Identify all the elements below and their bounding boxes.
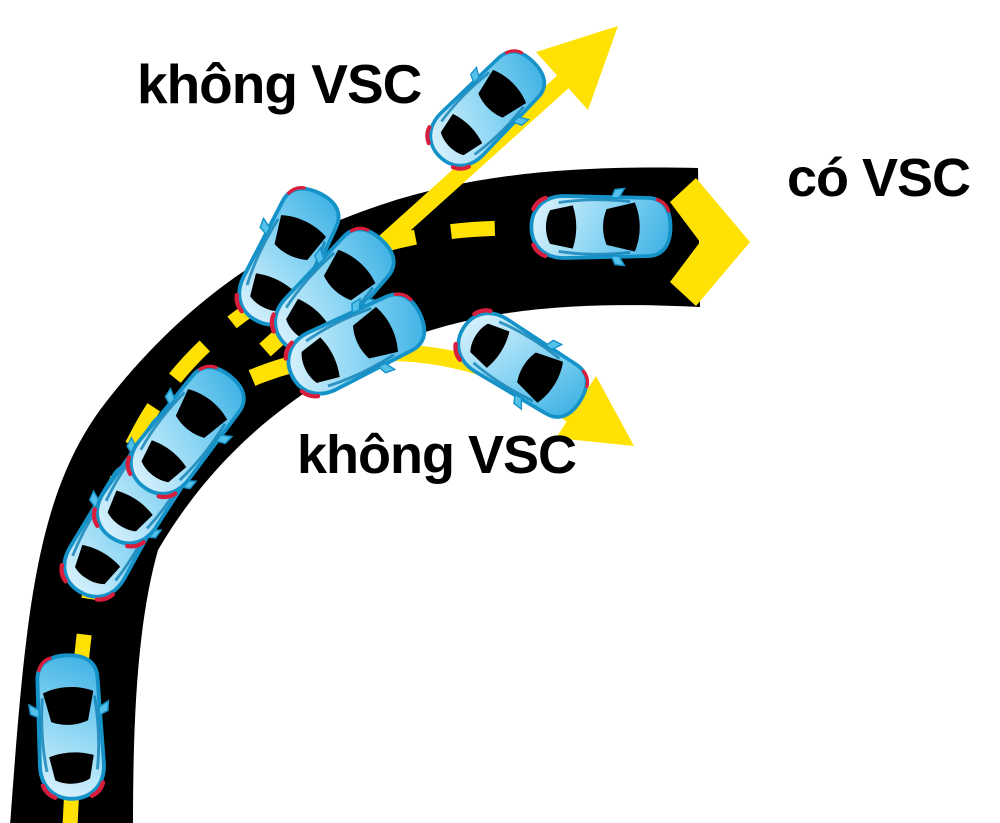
label-no-vsc-oversteer: không VSC	[297, 425, 577, 485]
car-with-vsc-on-road	[531, 188, 670, 265]
label-with-vsc: có VSC	[787, 148, 971, 208]
road	[10, 167, 700, 823]
road-end-arrow-icon	[670, 178, 750, 306]
label-no-vsc-understeer: không VSC	[137, 53, 422, 115]
